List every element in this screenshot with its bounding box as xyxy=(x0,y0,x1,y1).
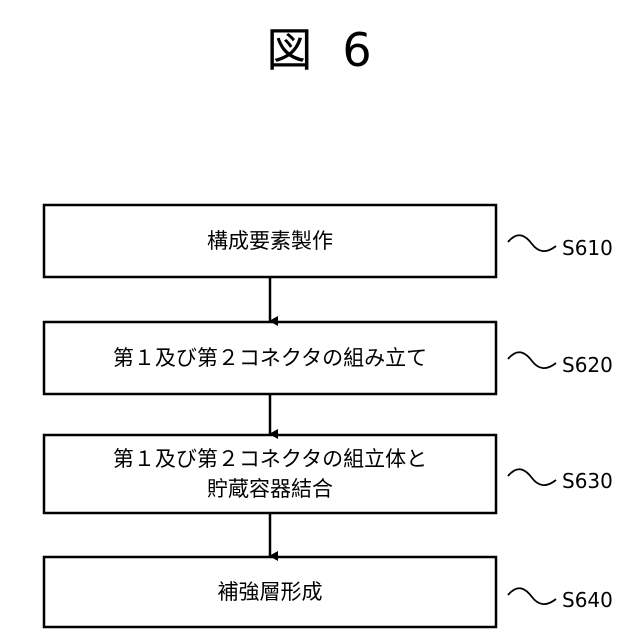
step-label-4: S640 xyxy=(562,588,613,612)
step-text-4: 補強層形成 xyxy=(44,577,496,607)
leader-line-2 xyxy=(508,352,556,368)
step-label-3: S630 xyxy=(562,469,613,493)
leader-line-1 xyxy=(508,235,556,251)
leader-line-3 xyxy=(508,469,556,485)
leader-line-4 xyxy=(508,588,556,604)
step-text-3: 第１及び第２コネクタの組立体と 貯蔵容器結合 xyxy=(44,444,496,504)
step-label-2: S620 xyxy=(562,353,613,377)
step-text-2: 第１及び第２コネクタの組み立て xyxy=(44,343,496,373)
step-label-1: S610 xyxy=(562,236,613,260)
step-text-1: 構成要素製作 xyxy=(44,226,496,256)
